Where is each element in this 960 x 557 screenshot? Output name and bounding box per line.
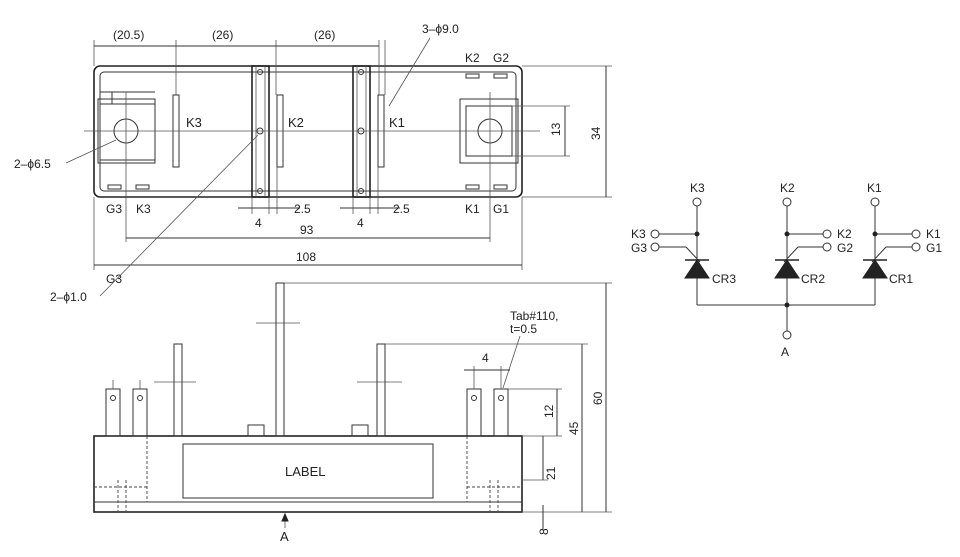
dim-4-a: 4 [255, 216, 262, 230]
sch-right-g2: G2 [837, 241, 853, 255]
label-box [182, 443, 434, 499]
sch-cr1-label: CR1 [889, 272, 913, 286]
dim-26-a: (26) [212, 28, 233, 42]
dim-108: 108 [296, 250, 316, 264]
sch-left-k3: K3 [631, 227, 646, 241]
term-k1-bottom-label: K1 [465, 202, 480, 216]
sch-k2-terminal [782, 197, 792, 207]
dim-2-5-b: 2.5 [393, 202, 410, 216]
side-dim-60: 60 [591, 391, 605, 405]
side-dim-4: 4 [482, 351, 489, 365]
dim-34: 34 [589, 126, 603, 140]
hole-3-phi9-note: 3–ϕ9.0 [422, 22, 459, 36]
sch-right-g1: G1 [926, 241, 942, 255]
side-anode-label: A [280, 529, 289, 544]
tab-note-line1: Tab#110, [510, 309, 559, 323]
side-dim-12: 12 [542, 404, 556, 418]
sch-cr2-thyristor [774, 259, 800, 279]
dim-93: 93 [300, 223, 314, 237]
side-view: LABEL Tab#110, t=0.5 4 [93, 282, 612, 544]
sch-k1-terminal [870, 197, 880, 207]
top-view-outer-body [93, 65, 523, 198]
top-view: (20.5) (26) (26) 3–ϕ9.0 K2 G2 K3 K2 K1 1… [14, 22, 612, 304]
side-k3-terminal [173, 343, 183, 437]
busbar-left [251, 65, 270, 198]
label-text: LABEL [285, 464, 325, 479]
sch-right-k2: K2 [837, 227, 852, 241]
side-view-body [93, 435, 523, 513]
sch-anode-label: A [781, 345, 789, 359]
schematic: K3 K2 K1 K3 G3 K2 G2 K [631, 181, 942, 359]
term-k1-label: K1 [389, 115, 405, 130]
dim-13: 13 [549, 122, 563, 136]
side-center-terminal [275, 282, 285, 437]
side-k1-terminal [376, 343, 386, 437]
term-k2-top-label: K2 [465, 51, 480, 65]
hole-2-phi6-5-note: 2–ϕ6.5 [14, 157, 51, 171]
left-mounting-ear [100, 91, 156, 161]
busbar-right [352, 65, 371, 198]
top-view-inner-body [99, 71, 517, 192]
tab-note-line2: t=0.5 [510, 322, 537, 336]
sch-left-g3: G3 [631, 241, 647, 255]
term-k3-bottom-label: K3 [136, 202, 151, 216]
sch-cr3-thyristor [684, 259, 710, 279]
sch-anode-terminal [782, 330, 792, 340]
sch-cr3-label: CR3 [712, 272, 736, 286]
sch-cr2-label: CR2 [801, 272, 825, 286]
sch-cr1-thyristor [862, 259, 888, 279]
dim-26-b: (26) [314, 28, 335, 42]
side-dim-45: 45 [567, 421, 581, 435]
term-g2-top-label: G2 [493, 51, 509, 65]
term-g3-lead-label: G3 [106, 272, 122, 286]
dim-4-b: 4 [357, 216, 364, 230]
dim-2-5-a: 2.5 [294, 202, 311, 216]
side-dim-21: 21 [544, 466, 558, 480]
term-k2-label: K2 [288, 115, 304, 130]
sch-right-k1: K1 [926, 227, 941, 241]
sch-top-k3: K3 [690, 181, 705, 195]
sch-top-k2: K2 [780, 181, 795, 195]
side-dim-8: 8 [537, 528, 551, 535]
sch-k3-terminal [692, 197, 702, 207]
sch-top-k1: K1 [867, 181, 882, 195]
term-g1-bottom-label: G1 [493, 202, 509, 216]
term-g3-bottom-label: G3 [106, 202, 122, 216]
dim-20-5: (20.5) [113, 28, 144, 42]
term-k3-label: K3 [186, 115, 202, 130]
hole-2-phi1-note: 2–ϕ1.0 [50, 290, 87, 304]
